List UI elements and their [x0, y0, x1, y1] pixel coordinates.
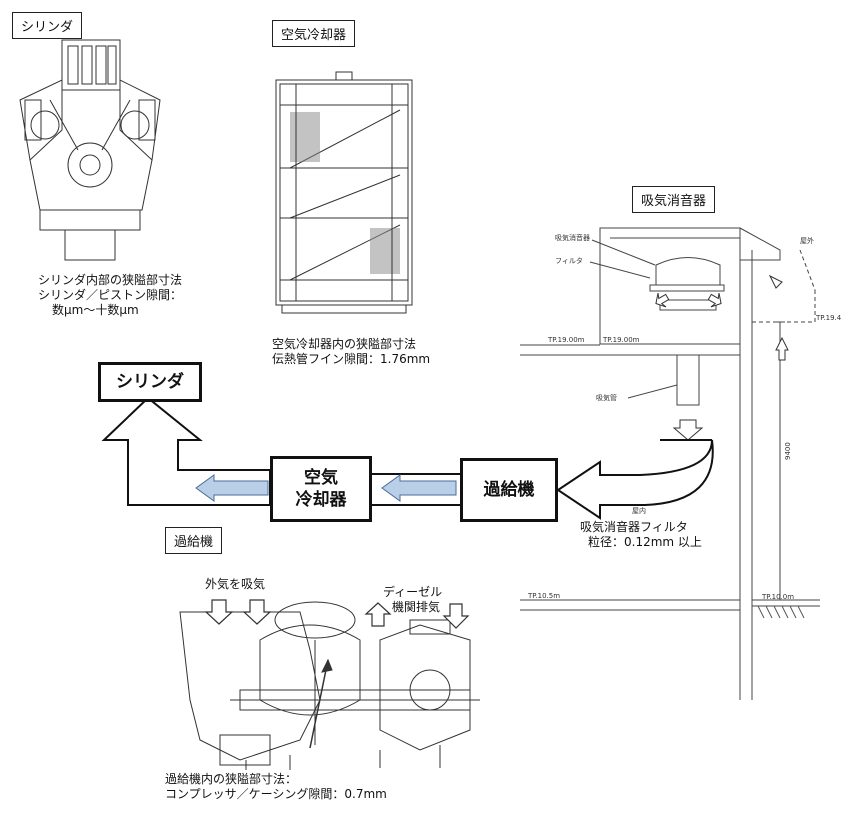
- flow-turbo-label: 過給機: [483, 480, 535, 500]
- turbo-intake-label: 外気を吸気: [205, 577, 266, 591]
- flow-aircooler-box: 空気 冷却器: [270, 456, 372, 522]
- note-tp-lower-right: TP.10.0m: [762, 593, 795, 601]
- aircooler-caption-1: 空気冷却器内の狭隘部寸法: [272, 337, 417, 351]
- silencer-caption-1: 吸気消音器フィルタ: [580, 520, 688, 534]
- aircooler-tag: 空気冷却器: [272, 20, 356, 47]
- note-outdoor: 屋外: [800, 237, 814, 245]
- silencer-caption-2: 粒径：0.12mm 以上: [588, 535, 702, 549]
- note-tp-upper-mid: TP.19.00m: [603, 336, 640, 344]
- note-height-dim: 9400: [784, 442, 792, 460]
- note-tp-lower-left: TP.10.5m: [528, 592, 561, 600]
- note-intake-pipe: 吸気管: [596, 394, 617, 402]
- aircooler-illustration: [275, 71, 413, 314]
- note-tp-upper-right: TP.19.4: [816, 314, 842, 322]
- silencer-flow-arrows: [655, 274, 789, 441]
- cylinder-caption-2: シリンダ／ピストン隙間：: [38, 288, 183, 302]
- flow-turbo-box: 過給機: [460, 458, 558, 522]
- turbo-caption-1: 過給機内の狭隘部寸法：: [165, 772, 298, 786]
- note-tp-upper-left: TP.19.00m: [548, 336, 585, 344]
- turbo-exhaust-label-1: ディーゼル: [383, 585, 443, 599]
- flow-aircooler-label-2: 冷却器: [295, 490, 347, 510]
- flow-intake-arrow: [556, 439, 714, 520]
- flow-cylinder-box: シリンダ: [98, 362, 202, 402]
- silencer-drawing: [520, 227, 820, 700]
- main-flow: [101, 396, 714, 520]
- turbo-arrows: [204, 599, 470, 629]
- flow-to-cylinder-arrow: [101, 396, 271, 506]
- flow-blue-arrows: [195, 474, 457, 502]
- engine-illustration: [19, 39, 161, 261]
- note-filter: フィルタ: [555, 257, 583, 265]
- cylinder-caption-3: 数μm～十数μm: [52, 303, 139, 317]
- silencer-tag: 吸気消音器: [632, 186, 716, 213]
- turbo-exhaust-label-2: 機関排気: [392, 600, 441, 614]
- turbo-caption-2: コンプレッサ／ケーシング隙間：0.7mm: [165, 787, 387, 801]
- turbo-tag: 過給機: [165, 527, 223, 554]
- note-indoor: 屋内: [632, 507, 646, 515]
- cylinder-tag: シリンダ: [12, 12, 83, 39]
- turbo-illustration: [179, 601, 480, 770]
- cylinder-caption-1: シリンダ内部の狭隘部寸法: [38, 273, 183, 287]
- flow-cylinder-label: シリンダ: [116, 372, 184, 392]
- aircooler-caption-2: 伝熱管フイン隙間：1.76mm: [272, 352, 431, 366]
- note-silencer-body: 吸気消音器: [555, 234, 590, 242]
- flow-aircooler-label-1: 空気: [304, 468, 338, 488]
